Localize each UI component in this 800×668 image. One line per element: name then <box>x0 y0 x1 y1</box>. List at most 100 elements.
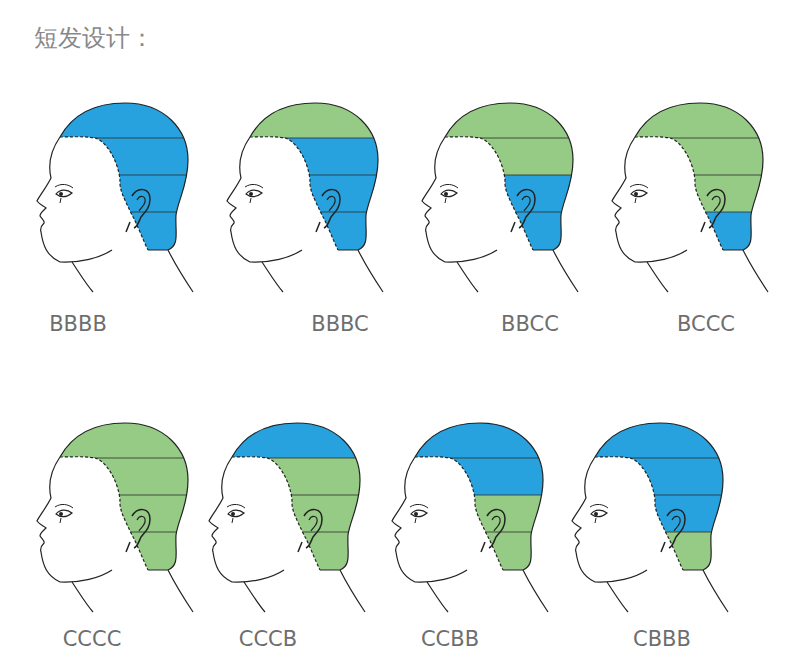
face-profile <box>209 457 284 582</box>
section-line <box>415 212 585 213</box>
head-profile <box>385 420 555 612</box>
hair-outline <box>60 423 188 570</box>
head-profile <box>30 420 200 612</box>
eyelash <box>445 198 446 203</box>
head-profile <box>415 100 585 292</box>
hair-band <box>605 212 775 256</box>
section-line <box>385 495 555 496</box>
eye <box>631 190 647 196</box>
section-line <box>220 175 390 176</box>
eyebrow <box>245 184 263 188</box>
hair-band <box>202 420 372 458</box>
eyelash <box>60 198 61 203</box>
eye <box>56 510 72 516</box>
eye <box>56 190 72 196</box>
eyebrow <box>590 504 608 508</box>
neck-line <box>72 582 93 612</box>
head-profile <box>605 100 775 292</box>
eyebrow <box>55 184 73 188</box>
section-line <box>30 532 200 533</box>
pupil <box>59 192 63 196</box>
neck-line <box>427 582 448 612</box>
neck-line <box>607 582 628 612</box>
neck-line <box>168 570 193 612</box>
pupil <box>249 192 253 196</box>
section-line <box>202 495 372 496</box>
sideburn <box>511 222 515 232</box>
section-line <box>605 175 775 176</box>
neck-line <box>262 262 283 292</box>
face-profile <box>392 457 467 582</box>
ear <box>322 190 340 228</box>
style-code: BBBB <box>49 312 107 336</box>
face-profile <box>612 137 687 262</box>
sideburn <box>298 542 302 552</box>
section-line <box>220 138 390 139</box>
eye <box>246 190 262 196</box>
eyelash <box>60 518 61 523</box>
neck-line <box>743 250 768 292</box>
section-line <box>30 138 200 139</box>
hair-outline <box>232 423 360 570</box>
section-line <box>385 458 555 459</box>
face-profile <box>422 137 497 262</box>
style-code: CCCB <box>239 627 297 651</box>
pupil <box>444 192 448 196</box>
eyelash <box>635 198 636 203</box>
hair-bands <box>605 100 775 256</box>
pupil <box>414 512 418 516</box>
head-profile <box>202 420 372 612</box>
style-code: BBBC <box>311 312 369 336</box>
eye <box>411 510 427 516</box>
section-line <box>30 458 200 459</box>
hair-bands <box>30 420 200 576</box>
sideburn <box>316 222 320 232</box>
neck-line <box>358 250 383 292</box>
section-line <box>202 458 372 459</box>
section-line <box>415 138 585 139</box>
sideburn <box>661 542 665 552</box>
ear <box>517 190 535 228</box>
ear <box>304 510 322 548</box>
hair-band <box>385 420 555 458</box>
ear-inner <box>712 196 720 211</box>
hair-band <box>415 212 585 256</box>
eye <box>441 190 457 196</box>
hair-band <box>30 175 200 212</box>
pupil <box>594 512 598 516</box>
ear-inner <box>492 516 500 531</box>
eyebrow <box>440 184 458 188</box>
neck-line <box>457 262 478 292</box>
ear <box>487 510 505 548</box>
section-line <box>415 175 585 176</box>
head-profile <box>565 420 735 612</box>
hair-band <box>605 175 775 212</box>
section-line <box>385 532 555 533</box>
pupil <box>231 512 235 516</box>
hair-band <box>30 100 200 138</box>
style-code: BCCC <box>677 312 735 336</box>
pupil <box>634 192 638 196</box>
hair-outline <box>60 103 188 250</box>
hair-band <box>30 495 200 532</box>
sideburn <box>126 222 130 232</box>
hair-band <box>220 175 390 212</box>
section-line <box>30 495 200 496</box>
section-line <box>30 175 200 176</box>
hair-band <box>30 212 200 256</box>
hair-outline <box>250 103 378 250</box>
neck-line <box>553 250 578 292</box>
ear-inner <box>137 516 145 531</box>
eye <box>228 510 244 516</box>
head-profile <box>30 100 200 292</box>
pupil <box>59 512 63 516</box>
page-title: 短发设计： <box>34 22 154 54</box>
hair-bands <box>220 100 390 256</box>
sideburn <box>126 542 130 552</box>
neck-line <box>703 570 728 612</box>
neck-line <box>72 262 93 292</box>
hair-band <box>220 212 390 256</box>
hair-bands <box>30 100 200 256</box>
hair-band <box>385 495 555 532</box>
